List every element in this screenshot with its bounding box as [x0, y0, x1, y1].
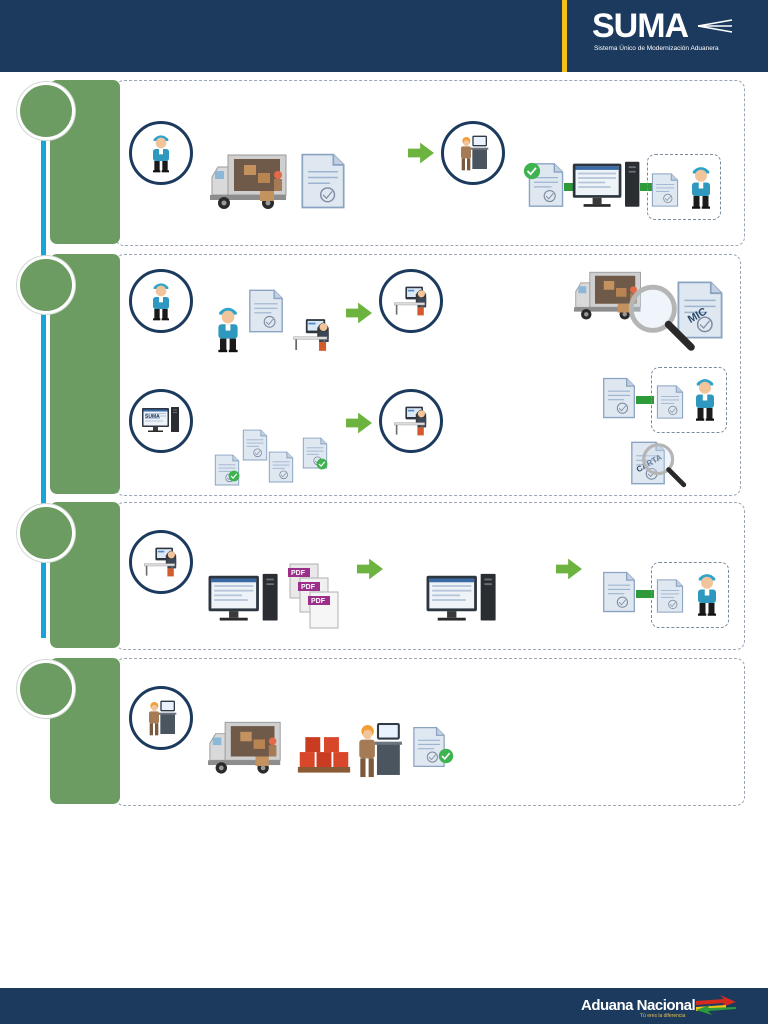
stage-2-operator-ring [379, 269, 443, 333]
agent-icon [692, 568, 722, 620]
docs-agent-group [651, 562, 729, 628]
footer-brand: Aduana Nacional [581, 997, 696, 1014]
check-icon [523, 162, 541, 180]
docs-agent-group [651, 367, 727, 433]
connector-bar [640, 183, 652, 191]
document-icon [656, 578, 684, 614]
operator-icon [141, 698, 181, 738]
arrow-right-icon [346, 302, 372, 324]
header-accent [562, 0, 567, 72]
stage-4-circle [17, 660, 75, 718]
suma-logo: SUMA Sistema Único de Modernización Adua… [592, 8, 742, 64]
arrow-right-icon [357, 558, 383, 580]
pdf-documents-icon: PDF PDF PDF [288, 563, 339, 629]
pallet-icon [296, 728, 352, 778]
stage-1-panel [115, 80, 745, 246]
agent-icon [686, 162, 716, 212]
header-bar: SUMA Sistema Único de Modernización Adua… [0, 0, 768, 72]
operator-desk-icon [141, 542, 181, 582]
stage-1-operator-ring [441, 121, 505, 185]
stage-4-operator-ring [129, 686, 193, 750]
footer-slogan: Tú eres la diferencia [640, 1013, 686, 1019]
operator-icon [352, 716, 404, 784]
connector-bar [564, 183, 576, 191]
document-icon [602, 376, 636, 420]
connector-bar [636, 396, 654, 404]
check-icon [316, 458, 328, 470]
computer-icon [206, 572, 282, 628]
document-icon [248, 288, 284, 334]
stage-2-circle [17, 256, 75, 314]
logo-arrows-icon [697, 19, 733, 33]
check-icon [228, 470, 240, 482]
agent-icon [690, 373, 720, 425]
check-icon [438, 748, 454, 764]
docs-agent-group [647, 154, 721, 220]
magnifier-icon [608, 280, 712, 352]
computer-icon [571, 160, 643, 214]
stage-3-circle [17, 504, 75, 562]
document-icon [651, 172, 679, 208]
computer-icon [424, 572, 500, 628]
suma-computer-icon: SUMA [141, 401, 181, 441]
operator-desk-icon [290, 316, 334, 354]
pdf-label: PDF [311, 598, 326, 605]
document-icon [656, 384, 684, 420]
stage-2-computer-ring: SUMA [129, 389, 193, 453]
aduana-flag-icon [696, 995, 736, 1015]
agent-icon [212, 302, 244, 356]
arrow-right-icon [408, 142, 434, 164]
agent-icon [141, 281, 181, 321]
document-icon [300, 152, 346, 210]
stage-2-agent-ring [129, 269, 193, 333]
timeline-bar [41, 108, 46, 638]
agent-icon [141, 133, 181, 173]
stage-3-operator-ring [129, 530, 193, 594]
operator-desk-icon [391, 401, 431, 441]
stage-1-circle [17, 82, 75, 140]
logo-wordmark: SUMA [592, 7, 689, 45]
pdf-label: PDF [301, 584, 316, 591]
pdf-label: PDF [291, 570, 306, 577]
monitor-brand-label: SUMA [145, 414, 160, 420]
operator-icon [453, 133, 493, 173]
arrow-right-icon [556, 558, 582, 580]
stage-2-operator-ring-2 [379, 389, 443, 453]
magnifier-icon [638, 440, 688, 488]
document-icon [602, 570, 636, 614]
footer-bar: Aduana Nacional Tú eres la diferencia [0, 988, 768, 1024]
connector-bar [636, 590, 654, 598]
arrow-right-icon [346, 412, 372, 434]
mic-document-icon: MIC [676, 280, 724, 340]
document-icon [242, 428, 268, 462]
stage-1-agent-ring [129, 121, 193, 185]
document-icon [268, 450, 294, 484]
operator-desk-icon [391, 281, 431, 321]
truck-icon [208, 714, 284, 780]
logo-tagline: Sistema Único de Modernización Aduanera [594, 45, 719, 52]
truck-icon [210, 148, 290, 214]
